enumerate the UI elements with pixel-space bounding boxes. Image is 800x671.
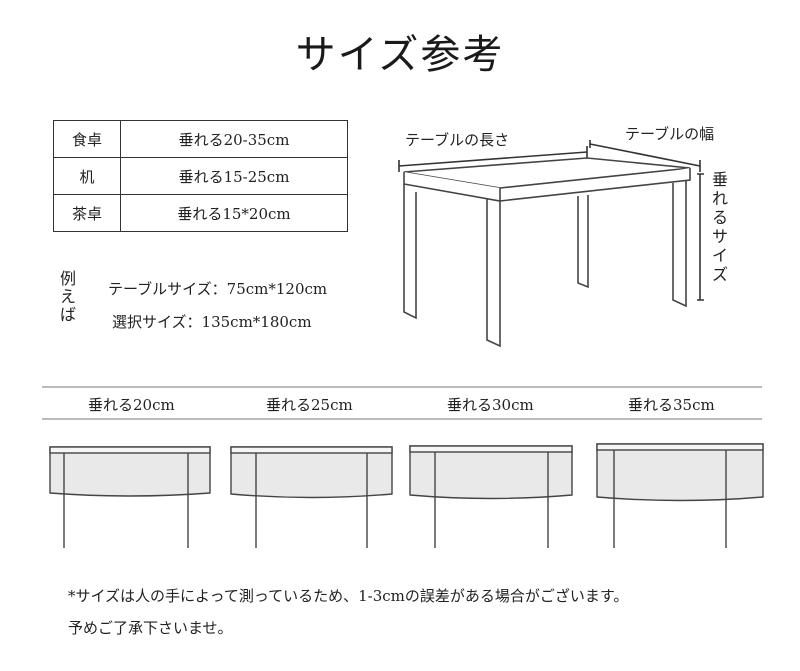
table-width-label: テーブルの幅 [625, 125, 715, 143]
table-row: 茶卓 垂れる15*20cm [53, 194, 348, 232]
tablecloth-25cm [230, 446, 393, 548]
drop-size-label: 垂れるサイズ [711, 170, 728, 284]
note-line-2: 予めご了承下さいませ。 [68, 619, 233, 637]
tablecloth-35cm [596, 443, 764, 548]
note-line-1: *サイズは人の手によって測っているため、1-3cmの誤差がある場合がございます。 [68, 587, 629, 605]
size-table: 食卓 垂れる20-35cm 机 垂れる15-25cm 茶卓 垂れる15*20cm [53, 120, 348, 232]
table-length-label: テーブルの長さ [405, 131, 510, 149]
example-mark: 例えば [58, 270, 78, 324]
row-label: 食卓 [53, 120, 121, 158]
example-mark-text: 例えば [59, 269, 76, 324]
drop-label: 垂れる25cm [266, 396, 353, 414]
drop-label: 垂れる20cm [88, 396, 175, 414]
drop-label: 垂れる30cm [447, 396, 534, 414]
tablecloth-20cm [49, 446, 211, 548]
row-label: 茶卓 [53, 194, 121, 232]
example-chosen-size: 選択サイズ：135cm*180cm [112, 313, 312, 331]
table-row: 食卓 垂れる20-35cm [53, 120, 348, 158]
tablecloth-30cm [409, 445, 573, 548]
row-value: 垂れる15*20cm [120, 194, 348, 232]
page-title: サイズ参考 [295, 32, 505, 78]
example-table-size: テーブルサイズ：75cm*120cm [108, 280, 328, 298]
table-perspective-illustration [398, 140, 704, 348]
row-value: 垂れる20-35cm [120, 120, 348, 158]
row-label: 机 [53, 157, 121, 195]
drop-label: 垂れる35cm [628, 396, 715, 414]
drop-band [42, 386, 762, 420]
